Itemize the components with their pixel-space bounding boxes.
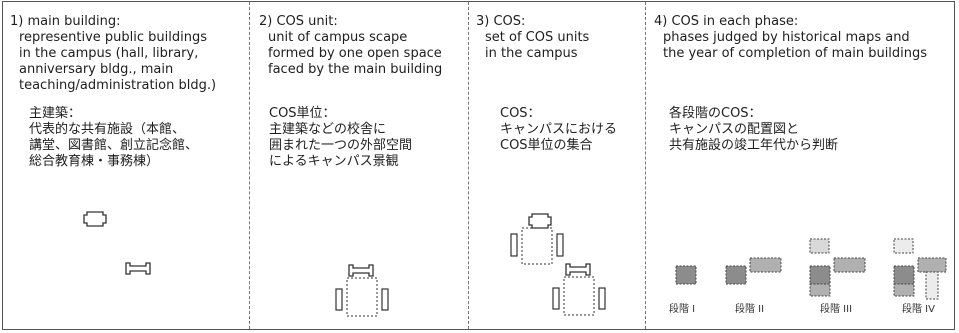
phase-2-diagram (725, 257, 782, 285)
description-line: anniversary bldg., main (19, 62, 174, 77)
description-line: in the campus (hall, library, (19, 46, 199, 61)
description-line-jp: によるキャンパス景観 (269, 154, 399, 169)
phase-3-diagram (809, 238, 866, 297)
phase-1-diagram (675, 265, 697, 285)
column-heading-en: 1) main building: (10, 14, 121, 29)
description-line-jp: キャンパスにおける (500, 122, 618, 137)
column-heading-en: 4) COS in each phase: (654, 14, 799, 29)
description-line-jp: 共有施設の竣工年代から判断 (669, 138, 839, 153)
phase-label: 段階 I (669, 304, 696, 315)
column-cos-unit: 2) COS unit: unit of campus scape formed… (259, 14, 442, 170)
side-building (510, 233, 518, 257)
phase-label: 段階 IV (902, 304, 935, 315)
description-line-jp: 代表的な共有施設（本館、 (29, 122, 186, 137)
side-building (335, 288, 343, 311)
column-heading-jp: 主建築： (29, 106, 82, 121)
cos-set-diagram (510, 213, 606, 316)
description-line-jp: 総合教育棟・事務棟） (29, 154, 160, 169)
description-line-jp: 講堂、図書館、創立記念館、 (29, 138, 199, 153)
column-divider (645, 2, 646, 329)
column-heading-jp: COS： (500, 106, 541, 121)
description-line: phases judged by historical maps and (663, 30, 910, 45)
open-space (521, 227, 553, 265)
open-space (563, 276, 595, 316)
column-heading-en: 2) COS unit: (259, 14, 338, 29)
main-building-icon (348, 264, 374, 277)
description-line: teaching/administration bldg.) (19, 78, 217, 93)
phase-label: 段階 III (820, 304, 853, 315)
open-space (346, 277, 378, 317)
description-line: faced by the main building (268, 62, 443, 77)
description-line-jp: 主建築などの校舎に (269, 122, 387, 137)
side-building (381, 288, 389, 311)
description-line-jp: COS単位の集合 (500, 138, 593, 153)
column-divider (468, 2, 469, 329)
description-line: the year of completion of main buildings (663, 46, 928, 61)
column-cos-phases: 4) COS in each phase: phases judged by h… (654, 14, 927, 154)
phase-4-diagram (893, 238, 947, 300)
main-building-icon (83, 211, 107, 227)
side-building (598, 287, 606, 310)
main-building-icon (528, 213, 552, 229)
main-building-icon (125, 262, 151, 275)
description-line: representive public buildings (19, 30, 207, 45)
description-line: unit of campus scape (268, 30, 408, 45)
phase-label: 段階 II (735, 304, 765, 315)
side-building (552, 287, 560, 310)
description-line-jp: キャンパスの配置図と (669, 122, 800, 137)
column-heading-en: 3) COS: (476, 14, 526, 29)
column-heading-jp: COS単位： (269, 106, 336, 121)
description-line-jp: 囲まれた一つの外部空間 (269, 138, 413, 153)
cos-unit-diagram (335, 264, 389, 317)
side-building (556, 233, 564, 257)
description-line: set of COS units (485, 30, 590, 45)
description-line: formed by one open space (268, 46, 442, 61)
column-cos: 3) COS: set of COS units in the campus C… (476, 14, 617, 154)
description-line: in the campus (485, 46, 578, 61)
main-building-icon (565, 263, 591, 276)
column-heading-jp: 各段階のCOS： (669, 106, 762, 121)
column-main-building: 1) main building: representive public bu… (10, 14, 216, 170)
column-divider (249, 2, 250, 329)
